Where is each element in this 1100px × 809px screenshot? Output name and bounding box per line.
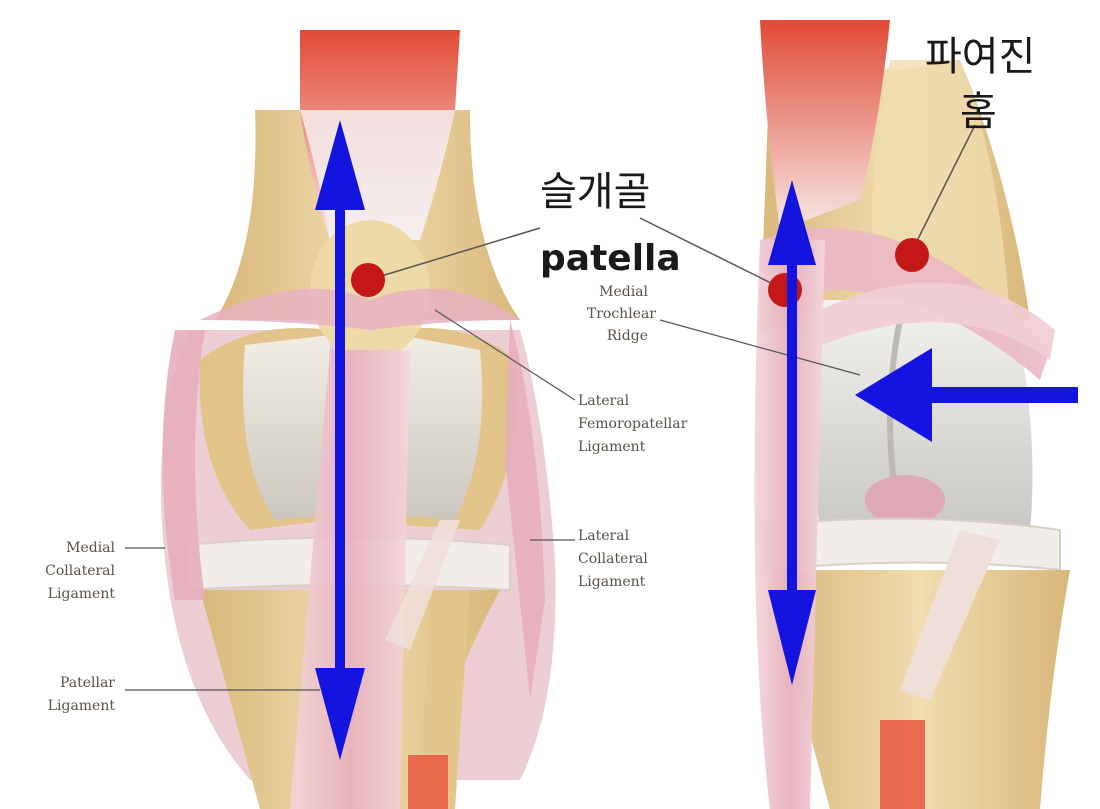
lateral-femoropatellar-ligament-label: Lateral Femoropatellar Ligament: [578, 393, 688, 455]
svg-text:Lateral: Lateral: [578, 528, 630, 544]
patella-leader-left: [367, 227, 541, 281]
left-vertical-double-arrow: [315, 120, 365, 760]
groove-pointing-arrow: [855, 348, 1078, 442]
svg-text:Medial: Medial: [66, 540, 115, 556]
patellar-ligament-label: Patellar Ligament: [48, 675, 116, 714]
svg-text:Trochlear: Trochlear: [587, 306, 656, 322]
groove-leader: [909, 124, 976, 256]
svg-text:Ligament: Ligament: [48, 698, 116, 714]
trochlear-ridge-leader: [659, 319, 861, 376]
svg-text:Medial: Medial: [599, 284, 648, 300]
medial-trochlear-ridge-label: Medial Trochlear Ridge: [587, 284, 656, 344]
medial-collateral-ligament-label: Medial Collateral Ligament: [45, 540, 115, 602]
right-quadriceps-tendon: [760, 20, 890, 230]
annotation-layer: 슬개골 patella 파여진 홈 Medial Trochlear Ridge…: [45, 34, 1078, 760]
left-femoropatellar-ligament: [200, 288, 520, 330]
right-femoropatellar-ligament: [760, 228, 1050, 380]
patella-marker-left: [351, 263, 385, 297]
svg-text:Ridge: Ridge: [607, 328, 648, 344]
groove-label-line2: 홈: [960, 89, 997, 135]
svg-text:Ligament: Ligament: [48, 586, 116, 602]
svg-text:Ligament: Ligament: [578, 574, 646, 590]
svg-text:Collateral: Collateral: [45, 563, 115, 579]
lateral-collateral-ligament-label: Lateral Collateral Ligament: [578, 528, 648, 590]
left-patellar-ligament: [290, 350, 410, 809]
right-vertical-double-arrow: [768, 180, 816, 685]
left-fibula: [420, 590, 470, 809]
groove-label-line1: 파여진: [925, 34, 1035, 80]
svg-text:Ligament: Ligament: [578, 439, 646, 455]
lateral-femoropatellar-leader: [434, 309, 576, 401]
patella-english-label: patella: [540, 238, 681, 279]
right-knee: [754, 20, 1070, 809]
patella-korean-label: 슬개골: [540, 169, 650, 215]
groove-marker: [895, 238, 929, 272]
left-lateral-collateral-ligament: [505, 320, 545, 700]
patella-leader-right: [639, 217, 786, 291]
svg-text:Collateral: Collateral: [578, 551, 648, 567]
svg-text:Lateral: Lateral: [578, 393, 630, 409]
right-cruciate-ligament: [900, 530, 1000, 700]
left-medial-collateral-ligament: [162, 330, 205, 600]
svg-text:Patellar: Patellar: [60, 675, 115, 691]
svg-text:Femoropatellar: Femoropatellar: [578, 416, 688, 432]
